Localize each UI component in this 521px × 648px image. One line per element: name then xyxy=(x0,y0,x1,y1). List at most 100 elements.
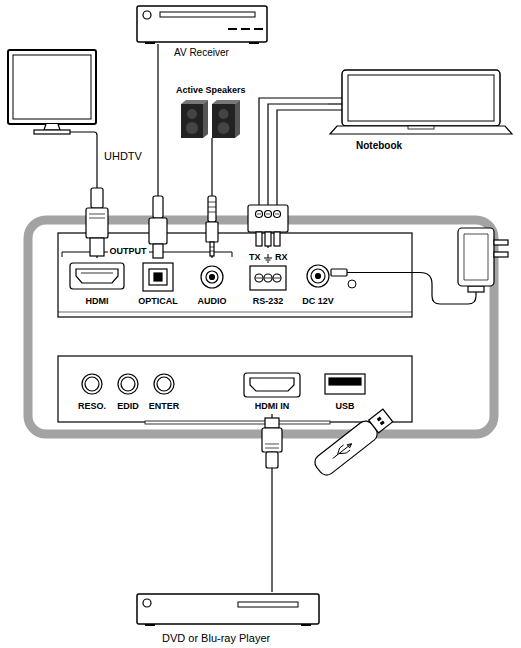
hdmi-port xyxy=(70,263,124,289)
av-receiver xyxy=(143,11,151,19)
node-label: RESO. xyxy=(78,402,106,412)
hdmi-input-plug xyxy=(265,418,279,428)
hdmi-plug xyxy=(90,238,104,256)
audio-plug xyxy=(206,222,218,242)
optical-plug xyxy=(149,218,167,244)
node-label: Notebook xyxy=(356,140,402,151)
terminal-plug xyxy=(248,205,288,232)
hdmi-input-plug xyxy=(262,428,282,452)
power-adapter xyxy=(331,269,347,276)
speaker-pair xyxy=(218,122,230,134)
node-label: RS-232 xyxy=(253,297,284,307)
hdmi-port xyxy=(81,273,113,274)
node-label: OPTICAL xyxy=(138,297,178,307)
speaker-pair xyxy=(187,109,197,119)
node-label: USB xyxy=(335,402,354,412)
hdmi-input-port xyxy=(244,373,300,397)
hdmi-input-plug xyxy=(262,418,282,468)
speaker-pair xyxy=(203,100,208,138)
disc-player xyxy=(143,599,151,607)
av-receiver xyxy=(254,28,263,30)
hdmi-input-port: HDMI IN xyxy=(242,372,302,414)
node-label: ENTER xyxy=(149,402,180,412)
dc-jack xyxy=(307,265,329,287)
disc-player xyxy=(137,594,319,624)
audio-plug xyxy=(208,196,216,222)
hdmi-plug xyxy=(89,214,105,218)
serial-wire xyxy=(259,98,342,206)
speaker-pair xyxy=(186,122,198,134)
push-button xyxy=(85,377,99,391)
optical-port xyxy=(154,273,162,281)
usb-port xyxy=(325,374,365,394)
dc-jack xyxy=(311,269,325,283)
usb-port: USB xyxy=(323,372,367,414)
notebook: Notebook xyxy=(328,68,514,136)
cable-layer xyxy=(97,44,328,592)
terminal-plug xyxy=(274,232,280,246)
audio-plug xyxy=(206,196,218,256)
tv-set xyxy=(13,55,91,119)
av-receiver xyxy=(137,6,267,44)
notebook xyxy=(348,75,494,121)
av-receiver xyxy=(160,12,255,17)
notebook xyxy=(330,126,512,134)
serial-wire xyxy=(259,98,342,206)
push-button: EDID xyxy=(114,372,142,414)
optical-plug xyxy=(153,196,163,218)
hdmi-input-plug xyxy=(265,444,279,448)
terminal-plug xyxy=(256,232,262,246)
node-label: Active Speakers xyxy=(176,86,246,96)
front-panel xyxy=(58,233,412,424)
power-adapter xyxy=(494,240,508,245)
hdmi-plug xyxy=(86,188,108,256)
optical-plug xyxy=(153,244,163,258)
speaker-pair xyxy=(211,138,212,142)
terminal-plug xyxy=(265,232,271,246)
tv-set xyxy=(44,124,60,130)
led-indicator xyxy=(348,280,356,288)
ground-symbol xyxy=(264,254,272,262)
disc-player xyxy=(238,602,298,607)
node-label: DVD or Blu-ray Player xyxy=(162,632,270,644)
power-adapter xyxy=(347,273,476,305)
optical-plug xyxy=(149,196,167,258)
node-label: EDID xyxy=(117,402,139,412)
push-button xyxy=(82,374,102,394)
audio-jack xyxy=(201,266,223,288)
usb-stick xyxy=(380,421,385,426)
terminal-plug xyxy=(248,205,288,246)
node-label: DC 12V xyxy=(302,297,334,307)
front-panel xyxy=(58,312,412,313)
group-label: OUTPUT xyxy=(108,247,149,257)
usb-stick xyxy=(330,441,354,462)
hdmi-input-port xyxy=(250,378,294,391)
power-adapter xyxy=(458,228,494,286)
led-indicator xyxy=(348,280,356,288)
push-button: RESO. xyxy=(75,372,110,414)
power-adapter xyxy=(331,228,508,304)
speaker-pair xyxy=(181,100,240,142)
audio-jack: AUDIO xyxy=(195,258,230,308)
hdmi-port xyxy=(70,263,124,289)
speaker-pair xyxy=(212,104,235,138)
audio-jack xyxy=(201,266,223,288)
tv-set xyxy=(34,130,70,134)
audio-jack xyxy=(206,271,218,283)
speaker-pair: Active Speakers xyxy=(178,100,242,142)
push-button xyxy=(154,374,174,394)
usb-stick xyxy=(312,407,395,479)
audio-jack xyxy=(210,275,215,280)
serial-wire xyxy=(328,103,342,104)
tv-set xyxy=(8,50,96,124)
optical-port xyxy=(149,269,167,285)
av-receiver xyxy=(145,42,155,44)
notebook xyxy=(342,70,500,126)
hdmi-plug xyxy=(86,208,108,238)
disc-player: DVD or Blu-ray Player xyxy=(135,592,321,626)
